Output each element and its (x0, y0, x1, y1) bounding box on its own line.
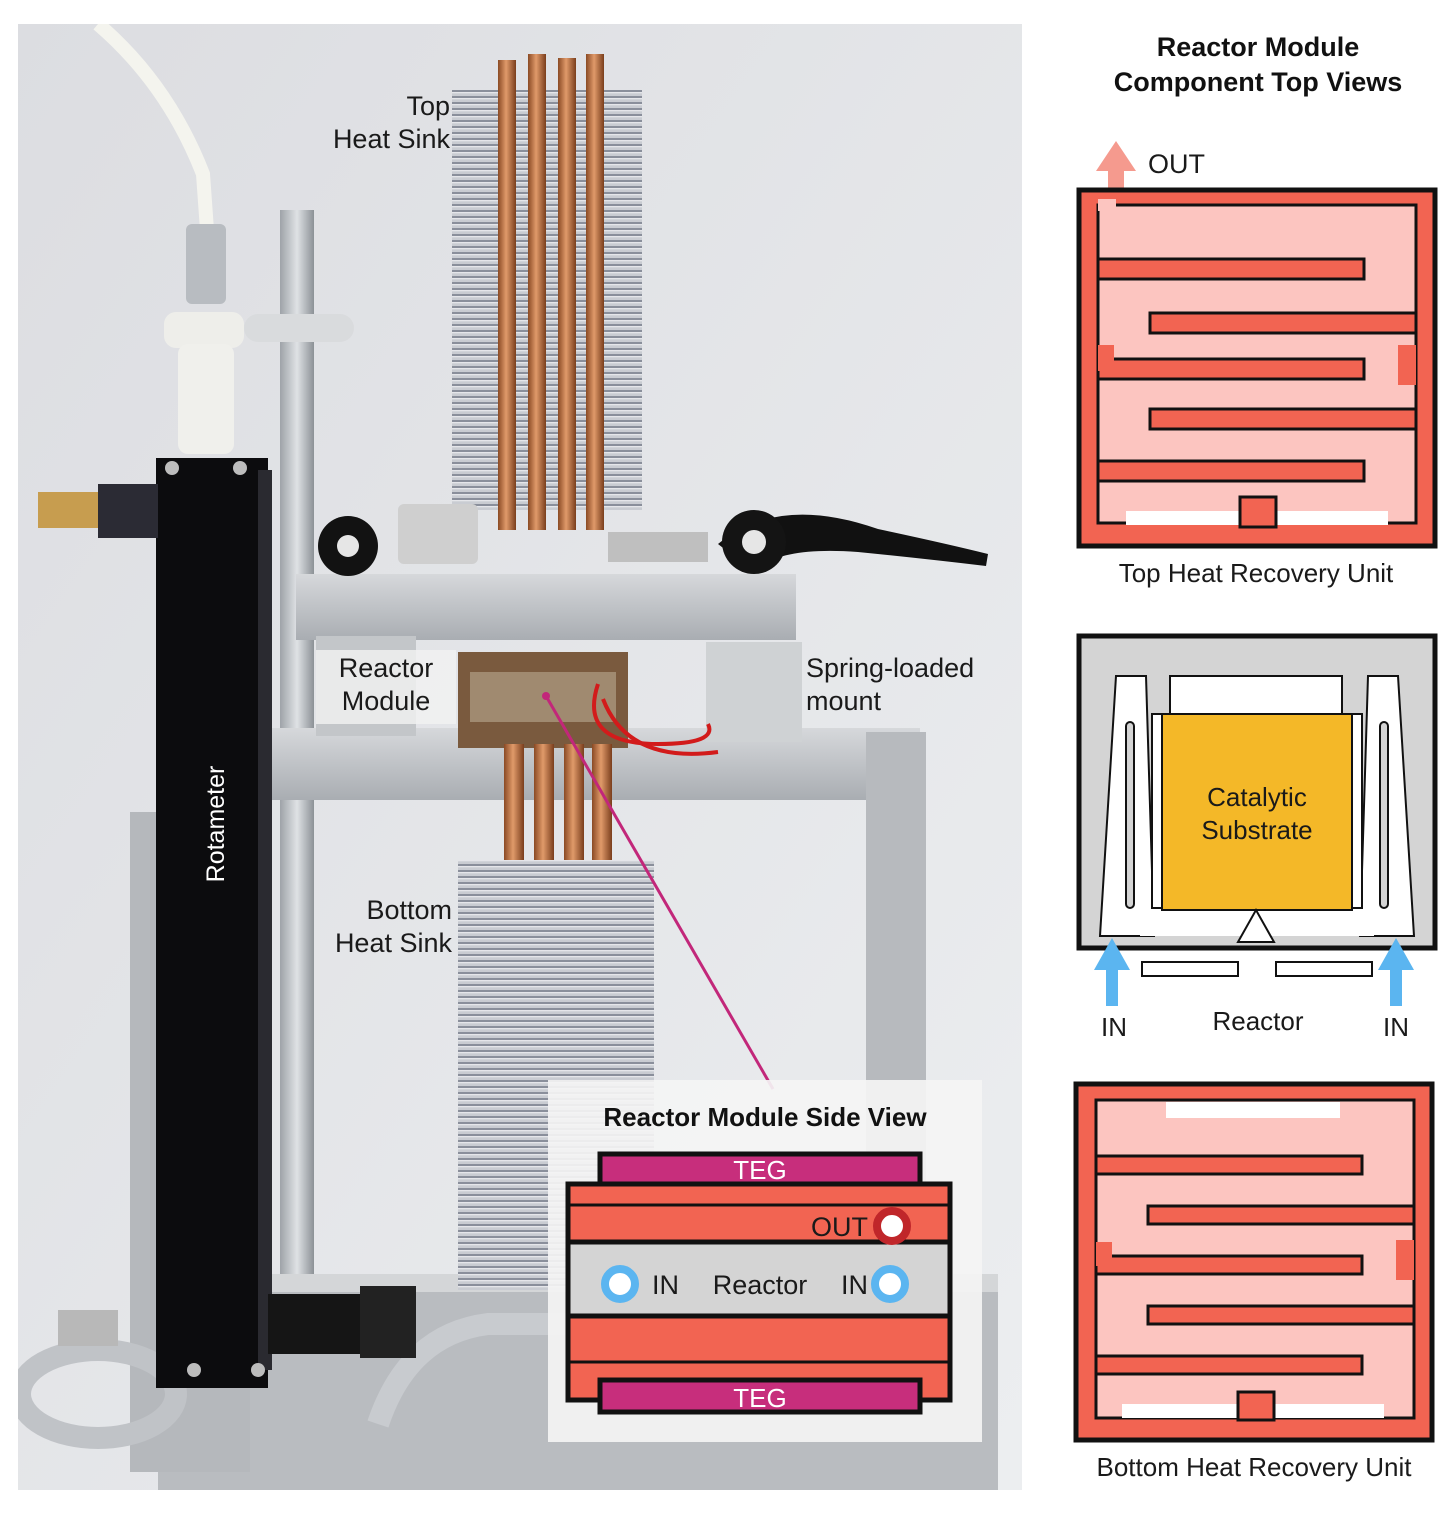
bottom-unit-channels (1094, 1098, 1416, 1422)
inlet-arrow-left-icon (1094, 938, 1130, 1006)
teg-top-label: TEG (733, 1155, 786, 1185)
teg-top (597, 1151, 923, 1187)
teg-bottom (597, 1377, 923, 1415)
top-views-title-line1: Reactor Module (1156, 32, 1360, 62)
reactor-in-right-label: IN (1383, 1012, 1409, 1042)
substrate-label-line2: Substrate (1201, 815, 1312, 845)
spring-mount-label-line2: mount (806, 686, 882, 716)
spring-mount-label: Spring-loaded mount (806, 652, 1006, 718)
top-views-title-line2: Component Top Views (1113, 67, 1403, 97)
in-right-label: IN (841, 1270, 868, 1300)
reactor-label: Reactor (713, 1270, 808, 1300)
bottom-unit-caption: Bottom Heat Recovery Unit (1096, 1452, 1412, 1482)
top-unit-channels (1096, 199, 1418, 529)
leader-line (544, 695, 775, 1090)
in-port-right-icon (871, 1265, 909, 1303)
reactor-module-label-line2: Module (341, 686, 431, 716)
side-view-title: Reactor Module Side View (603, 1102, 927, 1132)
apparatus-illustration (18, 24, 1022, 1490)
reactor-module-label-line1: Reactor (338, 653, 434, 683)
catalytic-substrate (1161, 713, 1353, 911)
outlet-arrow-icon (1096, 141, 1136, 213)
inlet-arrow-right-icon (1378, 938, 1414, 1006)
reactor-top-view-diagram: Catalytic Substrate IN Reactor IN (1076, 633, 1438, 1042)
reactor-caption: Reactor (1212, 1006, 1303, 1036)
out-label: OUT (811, 1212, 868, 1242)
bottom-heat-sink-label-line2: Heat Sink (334, 928, 452, 958)
bottom-heat-sink-label-line1: Bottom (366, 895, 452, 925)
top-unit-caption: Top Heat Recovery Unit (1119, 558, 1394, 588)
bottom-heat-recovery-unit-diagram: Bottom Heat Recovery Unit (1073, 1081, 1435, 1482)
side-view-inset: Reactor Module Side View TEG TEG OUT IN … (548, 1080, 982, 1442)
spring-mount-label-line1: Spring-loaded (806, 653, 975, 683)
teg-bottom-label: TEG (733, 1383, 786, 1413)
reactor-in-left-label: IN (1101, 1012, 1127, 1042)
reactor-module-label: Reactor Module (316, 652, 456, 718)
bottom-heat-sink-label: Bottom Heat Sink (260, 894, 452, 960)
top-heat-sink-label-line2: Heat Sink (332, 124, 450, 154)
top-heat-sink-label-line1: Top (406, 91, 450, 121)
top-heat-recovery-unit-diagram: OUT Top Heat Recovery Unit (1076, 141, 1438, 588)
top-unit-out-label: OUT (1148, 149, 1205, 179)
side-view-diagram: TEG TEG OUT IN Reactor IN (565, 1151, 953, 1415)
top-heat-sink-label: Top Heat Sink (260, 90, 450, 156)
in-left-label: IN (652, 1270, 679, 1300)
apparatus-photo: Rotameter (18, 24, 1022, 1490)
reactor-module-label-plate (316, 650, 456, 724)
top-views-title: Reactor Module Component Top Views (1060, 30, 1456, 100)
rotameter-label: Rotameter (202, 765, 230, 883)
in-port-left-icon (601, 1265, 639, 1303)
substrate-label-line1: Catalytic (1207, 782, 1307, 812)
